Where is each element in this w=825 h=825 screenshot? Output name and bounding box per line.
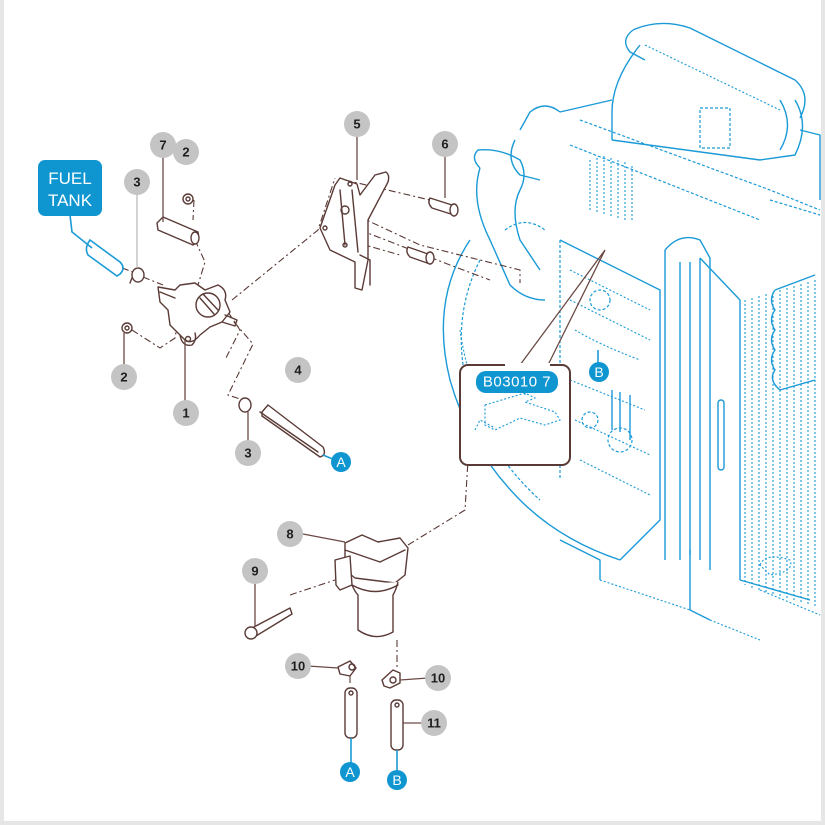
detail-reference-label: B03010 7 (483, 374, 551, 391)
engine-cooling-fins (589, 156, 633, 222)
svg-text:10: 10 (431, 671, 445, 686)
callout-2-upper: 2 (173, 139, 199, 165)
hose-clamp-lower (238, 397, 252, 413)
detail-reference-badge[interactable]: B03010 7 (476, 371, 558, 393)
callout-6: 6 (432, 131, 458, 157)
svg-text:2: 2 (182, 145, 189, 160)
svg-text:1: 1 (182, 406, 189, 421)
svg-text:5: 5 (353, 117, 360, 132)
callout-4: 4 (285, 357, 311, 383)
detail-inset (459, 249, 606, 466)
svg-text:A: A (336, 454, 346, 470)
fuel-tank-label-line1: FUEL (48, 169, 91, 188)
callout-3-lower: 3 (235, 440, 261, 466)
pump-bracket (319, 171, 390, 291)
fuel-tank-label: FUEL TANK (38, 160, 102, 216)
fuel-hose-lower-left (344, 687, 358, 739)
svg-text:8: 8 (286, 527, 293, 542)
fuel-hose-lower (390, 699, 404, 751)
callout-5: 5 (344, 111, 370, 137)
engine-illustration (442, 22, 821, 641)
callout-11: 11 (421, 710, 447, 736)
svg-text:B: B (392, 772, 401, 788)
callout-7: 7 (150, 132, 176, 158)
bracket-bolt-upper (428, 197, 459, 217)
svg-text:7: 7 (159, 138, 166, 153)
callout-9: 9 (242, 558, 268, 584)
callout-8: 8 (277, 521, 303, 547)
svg-text:10: 10 (291, 659, 305, 674)
filter-bolt (244, 607, 293, 640)
nut-upper (182, 193, 194, 205)
hose-clamp-upper (129, 267, 145, 284)
svg-text:3: 3 (133, 175, 140, 190)
svg-text:4: 4 (294, 363, 302, 378)
connector-a-lower: A (340, 762, 360, 782)
connector-a-upper: A (331, 452, 351, 472)
radiator (664, 236, 816, 606)
svg-text:9: 9 (251, 564, 258, 579)
callout-10-left: 10 (285, 653, 311, 679)
callout-10-right: 10 (425, 665, 451, 691)
nut-lower (121, 322, 133, 334)
fuel-tank-label-line2: TANK (48, 191, 93, 210)
svg-text:11: 11 (427, 716, 441, 731)
stud-bolt (156, 216, 200, 246)
callout-2-lower: 2 (111, 364, 137, 390)
hose-clip-left (337, 660, 357, 677)
bracket-bolt-lower (406, 246, 435, 265)
fuel-tank-hose (69, 214, 124, 277)
fuel-filter (334, 534, 409, 638)
fuel-hose (259, 404, 326, 458)
svg-text:B: B (594, 364, 603, 380)
connector-b-engine: B (589, 362, 609, 382)
svg-text:A: A (345, 764, 355, 780)
svg-text:3: 3 (244, 446, 251, 461)
callout-3-upper: 3 (124, 169, 150, 195)
hose-clip-right (381, 669, 401, 689)
fuel-pump (157, 282, 238, 346)
connector-b-lower: B (387, 770, 407, 790)
svg-text:2: 2 (120, 370, 127, 385)
svg-text:6: 6 (441, 137, 448, 152)
callout-1: 1 (173, 400, 199, 426)
engine-block-detail (569, 269, 651, 496)
